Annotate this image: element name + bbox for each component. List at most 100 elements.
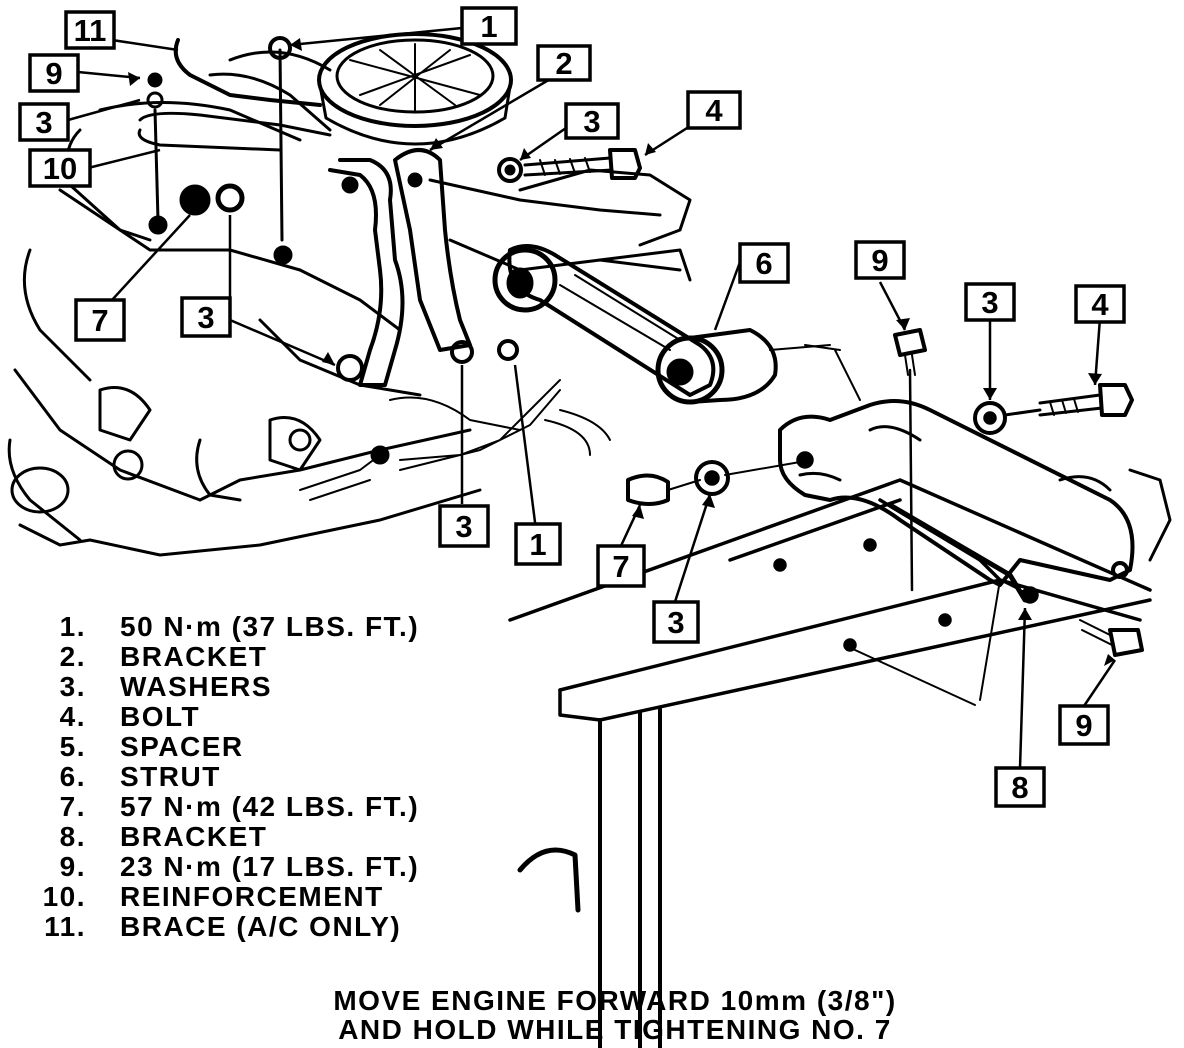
legend-number: 6. — [59, 761, 86, 792]
callout-box — [536, 44, 592, 82]
callout-14: 3 — [180, 296, 232, 338]
callout-17: 7 — [596, 544, 646, 588]
legend-number: 5. — [59, 731, 86, 762]
callout-number: 6 — [755, 246, 772, 281]
callout-box — [854, 240, 906, 280]
callout-box — [994, 766, 1046, 808]
legend-number: 11. — [44, 911, 86, 942]
legend-item: 6. STRUT — [28, 762, 548, 792]
callout-1: 11 — [64, 10, 116, 50]
legend-number: 9. — [59, 851, 86, 882]
frame-drawing — [508, 328, 1172, 1048]
callout-8: 10 — [28, 148, 92, 188]
callout-12: 4 — [1074, 284, 1126, 324]
callout-number: 7 — [91, 303, 108, 338]
callout-box — [686, 90, 742, 130]
callout-number: 7 — [612, 549, 629, 584]
callout-box — [738, 242, 790, 284]
callout-box — [64, 10, 116, 50]
callout-9: 6 — [738, 242, 790, 284]
callout-number: 3 — [667, 605, 684, 640]
legend-item: 4. BOLT — [28, 702, 548, 732]
legend-number: 3. — [59, 671, 86, 702]
callout-7: 3 — [564, 102, 620, 140]
callout-number: 10 — [43, 151, 77, 186]
legend-number: 7. — [59, 791, 86, 822]
legend-item: 10. REINFORCEMENT — [28, 882, 548, 912]
legend-item: 1. 50 N·m (37 LBS. FT.) — [28, 612, 548, 642]
legend-item: 9. 23 N·m (17 LBS. FT.) — [28, 852, 548, 882]
callout-number: 3 — [583, 104, 600, 139]
legend-text: BOLT — [120, 701, 201, 732]
parts-legend: 1. 50 N·m (37 LBS. FT.) 2. BRACKET 3. WASHERS… — [28, 612, 548, 942]
callout-number: 3 — [455, 509, 472, 544]
callout-box — [1074, 284, 1126, 324]
callout-box — [74, 298, 126, 342]
callout-box — [964, 282, 1016, 322]
legend-number: 10. — [42, 881, 86, 912]
callout-number: 4 — [1091, 287, 1109, 322]
callout-15: 3 — [438, 504, 490, 548]
callout-2: 1 — [460, 6, 518, 46]
callout-3: 9 — [28, 53, 80, 93]
callout-19: 9 — [1058, 704, 1110, 746]
legend-text: SPACER — [120, 731, 244, 762]
callout-20: 8 — [994, 766, 1046, 808]
legend-text: BRACE (A/C ONLY) — [120, 911, 402, 942]
callout-number: 9 — [45, 56, 62, 91]
legend-number: 4. — [59, 701, 86, 732]
callout-box — [564, 102, 620, 140]
callout-13: 7 — [74, 298, 126, 342]
engine-drawing — [7, 32, 778, 557]
legend-number: 2. — [59, 641, 86, 672]
callout-box — [28, 148, 92, 188]
callout-11: 3 — [964, 282, 1016, 322]
callout-18: 3 — [652, 600, 700, 644]
arrowheads — [128, 38, 1115, 666]
legend-item: 11. BRACE (A/C ONLY) — [28, 912, 548, 942]
callout-number: 3 — [35, 105, 52, 140]
callout-box — [460, 6, 518, 46]
legend-text: BRACKET — [120, 641, 268, 672]
callout-number: 3 — [197, 300, 214, 335]
callout-number: 9 — [871, 243, 888, 278]
callout-number: 1 — [529, 527, 546, 562]
callout-number: 1 — [480, 9, 497, 44]
callout-box — [438, 504, 490, 548]
legend-text: STRUT — [120, 761, 221, 792]
legend-item: 2. BRACKET — [28, 642, 548, 672]
callout-number: 8 — [1011, 770, 1028, 805]
callout-number: 2 — [555, 46, 572, 81]
legend-item: 5. SPACER — [28, 732, 548, 762]
callout-box — [596, 544, 646, 588]
legend-text: REINFORCEMENT — [120, 881, 384, 912]
note-line-2: AND HOLD WHILE TIGHTENING NO. 7 — [338, 1014, 892, 1045]
legend-text: BRACKET — [120, 821, 268, 852]
legend-item: 7. 57 N·m (42 LBS. FT.) — [28, 792, 548, 822]
callout-box — [652, 600, 700, 644]
legend-text: 57 N·m (42 LBS. FT.) — [120, 791, 420, 822]
callout-number: 3 — [981, 285, 998, 320]
callout-16: 1 — [514, 522, 562, 566]
note-line-1: MOVE ENGINE FORWARD 10mm (3/8") — [333, 985, 897, 1016]
legend-number: 1. — [59, 611, 86, 642]
callout-6: 4 — [686, 90, 742, 130]
legend-text: 23 N·m (17 LBS. FT.) — [120, 851, 420, 882]
legend-text: 50 N·m (37 LBS. FT.) — [120, 611, 420, 642]
callout-box — [28, 53, 80, 93]
callout-box — [18, 102, 70, 142]
legend-item: 8. BRACKET — [28, 822, 548, 852]
callout-box — [1058, 704, 1110, 746]
callout-box — [514, 522, 562, 566]
callout-4: 2 — [536, 44, 592, 82]
callout-5: 3 — [18, 102, 70, 142]
legend-number: 8. — [59, 821, 86, 852]
legend-text: WASHERS — [120, 671, 273, 702]
callout-box — [180, 296, 232, 338]
callout-number: 11 — [74, 13, 107, 48]
callout-number: 9 — [1075, 708, 1092, 743]
legend-item: 3. WASHERS — [28, 672, 548, 702]
callout-number: 4 — [705, 93, 723, 128]
